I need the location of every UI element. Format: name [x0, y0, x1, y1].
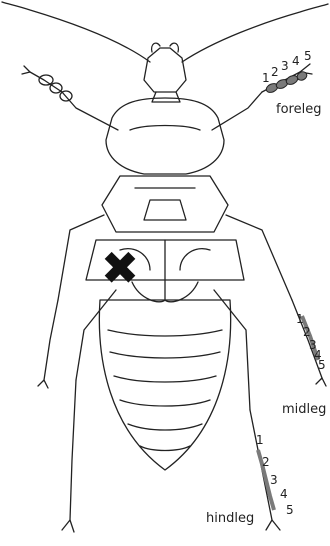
pronotum-line	[130, 126, 200, 131]
left-foreleg	[62, 92, 118, 130]
foreleg-seg-2: 2	[271, 65, 279, 79]
hindleg-seg-4: 4	[280, 487, 288, 501]
foreleg-seg-4: 4	[292, 54, 300, 68]
hindleg-seg-1: 1	[256, 433, 264, 447]
midleg-seg-1: 1	[296, 312, 304, 326]
hindleg-seg-2: 2	[262, 455, 270, 469]
left-midleg	[58, 215, 104, 300]
abdomen	[99, 300, 230, 470]
midleg-label: midleg	[282, 402, 326, 417]
left-hindleg	[76, 290, 116, 380]
foreleg-seg-5: 5	[304, 49, 312, 63]
hindleg-label: hindleg	[206, 511, 254, 526]
foreleg-seg-3: 3	[281, 59, 289, 73]
midleg-seg-5: 5	[318, 358, 326, 372]
neck	[152, 92, 180, 102]
head	[144, 48, 186, 92]
midleg-seg-2: 2	[303, 325, 311, 339]
x-marker: ✖	[101, 241, 140, 295]
thorax	[102, 176, 228, 232]
left-antenna	[2, 2, 150, 62]
foreleg-seg-1: 1	[262, 71, 270, 85]
hindleg-seg-5: 5	[286, 503, 294, 517]
hindleg-seg-3: 3	[270, 473, 278, 487]
pronotum	[106, 98, 224, 174]
foreleg-label: foreleg	[276, 102, 321, 117]
right-midleg	[226, 215, 292, 300]
